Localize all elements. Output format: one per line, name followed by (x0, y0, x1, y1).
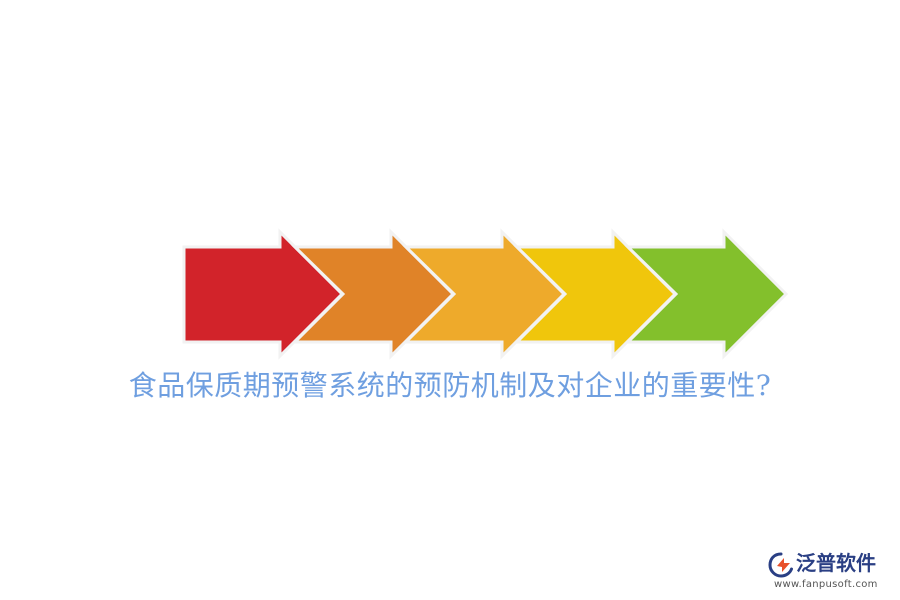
brand-name: 泛普软件 (796, 551, 876, 575)
page-title: 食品保质期预警系统的预防机制及对企业的重要性? (128, 369, 772, 402)
arrow-step-4 (513, 228, 678, 360)
brand-url: www.fanpusoft.com (774, 579, 878, 590)
brand-logo: 泛普软件 www.fanpusoft.com (768, 548, 893, 594)
arrow-step-5 (624, 228, 789, 360)
fanpu-logo-icon (768, 552, 793, 578)
arrow-step-3 (402, 228, 567, 360)
arrow-step-2 (291, 228, 456, 360)
